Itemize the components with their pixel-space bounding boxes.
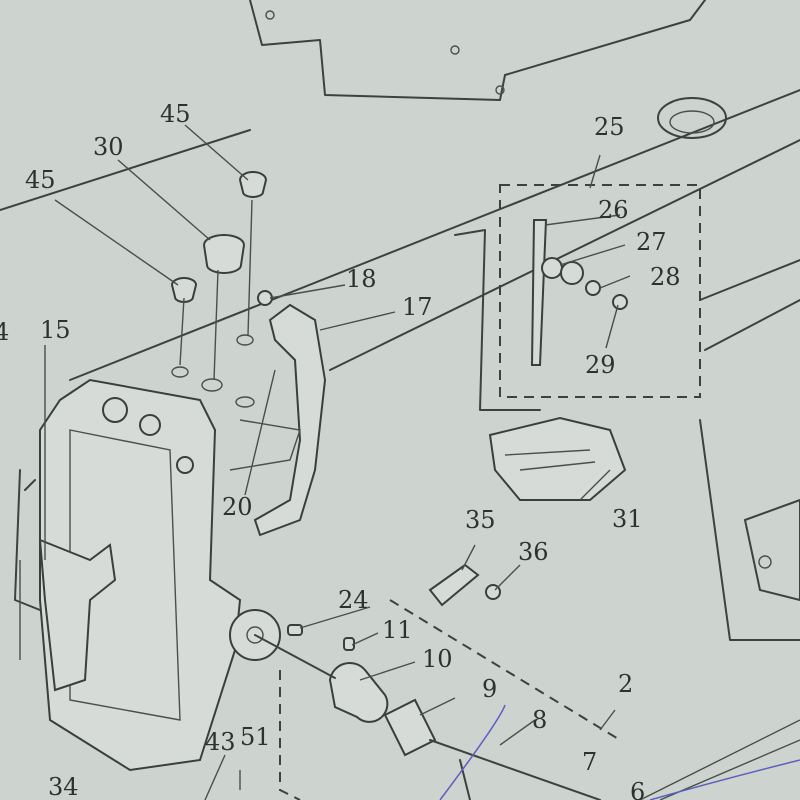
label-45: 45 [160,100,191,128]
label-10: 10 [422,645,453,673]
bed-outline [0,89,800,381]
label-7: 7 [582,748,597,776]
label-24: 24 [338,586,369,614]
label-2: 2 [618,670,633,698]
lever-arm-17 [253,303,327,537]
spring-9 [383,698,437,757]
label-51: 51 [240,723,271,751]
cover-plate-31 [488,416,627,501]
label-28: 28 [650,263,681,291]
group-25-box [499,184,701,398]
label-6: 6 [630,778,645,800]
label-17: 17 [402,293,433,321]
label-26: 26 [598,196,629,224]
label-25: 25 [594,113,625,141]
pen-mark [439,704,800,800]
label-9: 9 [482,675,497,703]
label-11: 11 [382,616,413,644]
label-18: 18 [346,265,377,293]
label-30: 30 [93,133,124,161]
label-15: 15 [40,316,71,344]
label-36: 36 [518,538,549,566]
label-35: 35 [465,506,496,534]
cap-45-left [170,277,198,303]
label-27: 27 [636,228,667,256]
bushing-10 [328,661,389,723]
cap-30 [202,234,246,274]
label-4: 4 [0,318,9,346]
label-34: 34 [48,773,79,800]
label-8: 8 [532,706,547,734]
label-29: 29 [585,351,616,379]
top-plate [249,0,706,101]
label-20: 20 [222,493,253,521]
label-45: 45 [25,166,56,194]
label-31: 31 [612,505,643,533]
label-43: 43 [205,728,236,756]
bed-hole [657,97,727,139]
